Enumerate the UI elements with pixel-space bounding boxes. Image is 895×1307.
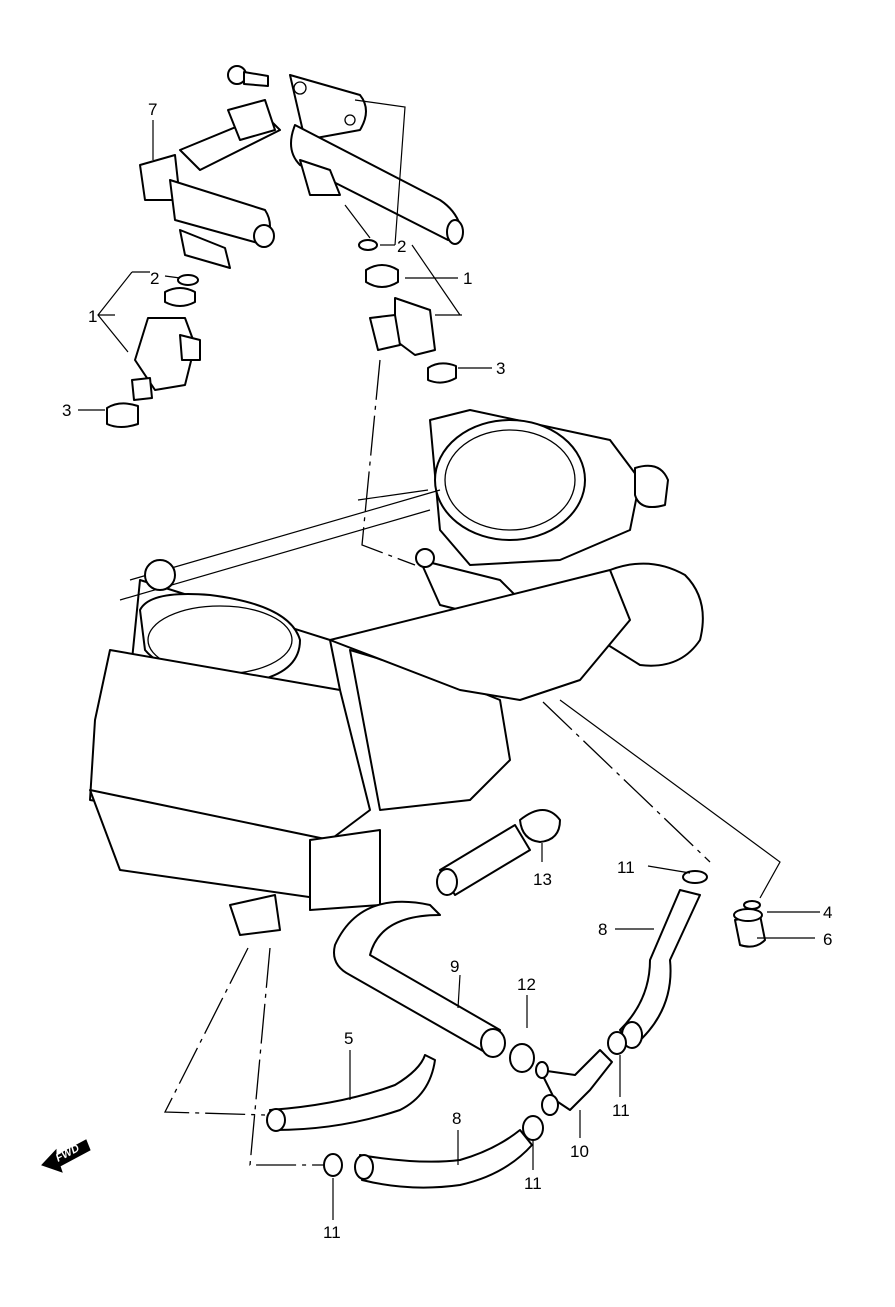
callout-8-right: 8	[598, 920, 607, 939]
throttle-body	[89, 409, 704, 936]
callout-11-upper: 11	[617, 858, 635, 877]
clip-11-upper	[682, 870, 708, 884]
callout-1-left: 1	[88, 307, 97, 326]
clip-12	[509, 1043, 535, 1073]
hose-5	[266, 1054, 436, 1132]
callout-10: 10	[570, 1142, 589, 1161]
callout-2-left: 2	[150, 269, 159, 288]
callout-6: 6	[823, 930, 832, 949]
callout-2-right: 2	[397, 237, 406, 256]
callout-11-mid: 11	[612, 1101, 630, 1120]
callout-12: 12	[517, 975, 536, 994]
callout-11-lower-mid: 11	[524, 1174, 542, 1193]
right-injector-set	[358, 239, 457, 384]
hose-8-lower	[354, 1129, 533, 1189]
fuel-delivery-pipe	[139, 65, 464, 269]
clip-11-bottom	[323, 1153, 343, 1177]
callout-11-bottom: 11	[323, 1223, 341, 1242]
callout-1-right: 1	[463, 269, 472, 288]
callout-7: 7	[148, 100, 157, 119]
clip-11-mid	[607, 1031, 627, 1055]
left-injector-set	[106, 274, 201, 428]
callout-4: 4	[823, 903, 832, 922]
hose-9	[333, 900, 506, 1058]
clamp-13	[519, 809, 561, 843]
hose-13-segment	[436, 824, 531, 896]
callout-3-left: 3	[62, 401, 71, 420]
callout-3-right: 3	[496, 359, 505, 378]
cap-6	[733, 908, 766, 948]
callout-9: 9	[450, 957, 459, 976]
clip-11-lower-mid	[522, 1115, 544, 1141]
hose-8-right	[619, 889, 701, 1049]
fwd-arrow-icon: FWD	[41, 1139, 91, 1173]
callout-8-lower: 8	[452, 1109, 461, 1128]
callout-5: 5	[344, 1029, 353, 1048]
leader-lines	[78, 99, 820, 1220]
clip-4	[743, 900, 761, 910]
callout-13: 13	[533, 870, 552, 889]
joint-10	[535, 1049, 613, 1116]
